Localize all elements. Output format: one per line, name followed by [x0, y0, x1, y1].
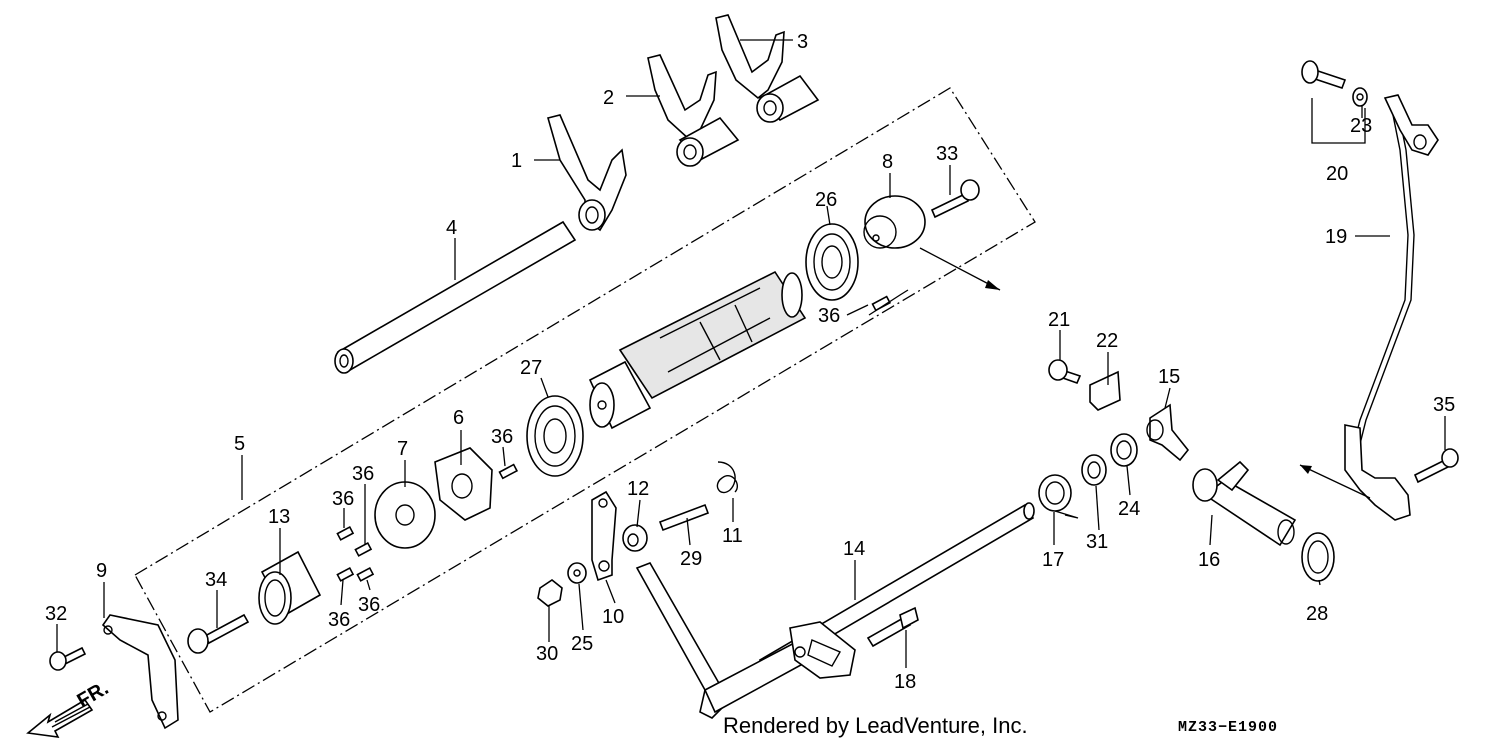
dowel-pins-36	[336, 295, 892, 582]
gearshift-spindle-14	[635, 502, 1035, 719]
bolt-32	[49, 646, 87, 671]
bolt-20	[1301, 60, 1347, 90]
tie-rod-19	[1344, 94, 1439, 521]
bearing-26	[805, 223, 859, 301]
callout-33: 33	[936, 143, 958, 165]
callout-36-f: 36	[358, 594, 380, 616]
bolt-21	[1048, 359, 1082, 385]
callout-28: 28	[1306, 603, 1328, 625]
drum-center-8	[863, 195, 926, 249]
callout-36-d: 36	[332, 488, 354, 510]
washer-31	[1081, 454, 1107, 486]
callout-10: 10	[602, 606, 624, 628]
washer-24	[1110, 433, 1138, 467]
shift-drum	[588, 270, 807, 430]
callout-26: 26	[815, 189, 837, 211]
callout-17: 17	[1042, 549, 1064, 571]
callout-23: 23	[1350, 115, 1372, 137]
callout-2: 2	[603, 87, 614, 109]
gearshift-lever-16	[1192, 460, 1297, 547]
nut-30	[537, 579, 563, 607]
callout-7: 7	[397, 438, 408, 460]
stopper-arm-10	[591, 490, 617, 582]
guide-plate-7	[374, 481, 436, 549]
callout-36-e: 36	[328, 609, 350, 631]
callout-15: 15	[1158, 366, 1180, 388]
pin-18	[866, 606, 919, 648]
callout-30: 30	[536, 643, 558, 665]
callout-35: 35	[1433, 394, 1455, 416]
callout-6: 6	[453, 407, 464, 429]
stopper-plate-9	[101, 614, 179, 730]
bolt-33	[930, 179, 980, 219]
callout-13: 13	[268, 506, 290, 528]
shift-fork-3	[715, 14, 820, 123]
bearing-27	[526, 395, 584, 477]
callout-3: 3	[797, 31, 808, 53]
callout-4: 4	[446, 217, 457, 239]
callout-36-c: 36	[352, 463, 374, 485]
callout-32: 32	[45, 603, 67, 625]
bearing-holder-13	[258, 550, 322, 625]
return-spring-11	[716, 461, 739, 494]
callout-22: 22	[1096, 330, 1118, 352]
callout-9: 9	[96, 560, 107, 582]
callout-12: 12	[627, 478, 649, 500]
callout-labels: 1 2 3 4 5 6 7 8 9 10 11 12 13 14 15 16 1…	[45, 31, 1455, 693]
callout-25: 25	[571, 633, 593, 655]
callout-21: 21	[1048, 309, 1070, 331]
callout-31: 31	[1086, 531, 1108, 553]
callout-36: 36	[818, 305, 840, 327]
callout-20: 20	[1326, 163, 1348, 185]
assembly-boundary	[134, 87, 1036, 713]
pin-bolt-29	[658, 503, 710, 532]
diagram-code: MZ33−E1900	[1178, 719, 1279, 736]
bolt-35	[1413, 448, 1459, 484]
shift-fork-shaft	[334, 220, 577, 374]
bolt-34	[187, 613, 250, 654]
washer-23	[1352, 87, 1368, 107]
front-direction-indicator: FR.	[26, 677, 112, 738]
callout-27: 27	[520, 357, 542, 379]
callout-14: 14	[843, 538, 865, 560]
callout-1: 1	[511, 150, 522, 172]
stopper-plate-22	[1089, 370, 1121, 411]
callout-29: 29	[680, 548, 702, 570]
callout-19: 19	[1325, 226, 1347, 248]
callout-36-b: 36	[491, 426, 513, 448]
collar-12	[622, 524, 648, 552]
leader-lines	[56, 39, 1446, 668]
callout-24: 24	[1118, 498, 1140, 520]
gearshift-arm-15	[1146, 403, 1190, 462]
callout-11: 11	[722, 525, 743, 547]
callout-16: 16	[1198, 549, 1220, 571]
washer-25	[567, 562, 587, 584]
oil-seal-28	[1301, 532, 1335, 582]
callout-5: 5	[234, 433, 245, 455]
shift-fork-2	[647, 54, 740, 167]
render-credit: Rendered by LeadVenture, Inc.	[723, 713, 1028, 738]
return-spring-17	[1038, 474, 1079, 519]
drum-segment-6	[434, 447, 493, 521]
guide-arrows	[919, 247, 1371, 499]
callout-34: 34	[205, 569, 227, 591]
callout-8: 8	[882, 151, 893, 173]
callout-18: 18	[894, 671, 916, 693]
shift-fork-1	[547, 114, 627, 232]
